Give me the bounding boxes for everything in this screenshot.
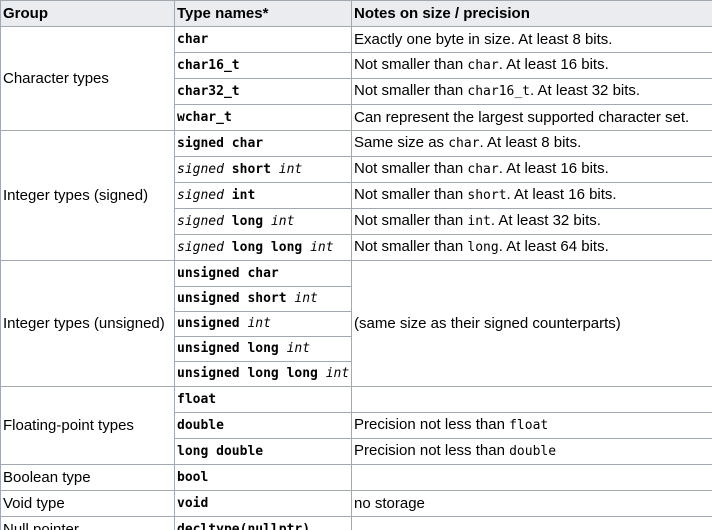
table-row: signed int Not smaller than short. At le… [1,182,712,209]
table-row: wchar_t Can represent the largest suppor… [1,104,712,131]
table-row: Integer types (signed) signed char Same … [0,130,712,261]
type-cell: signed int [174,182,352,209]
type-name: wchar_t [177,110,232,125]
group-cell-boolean: Boolean type [0,464,175,491]
table-row: Null pointer decltype(nullptr) [0,516,712,530]
note-cell [351,464,712,491]
note-cell: Precision not less than double [351,438,712,465]
group-cell-character: Character types [0,26,175,131]
type-cell: double [174,412,352,439]
header-type-names: Type names* [174,0,352,27]
type-cell: unsigned long long int [174,361,352,387]
type-cell: bool [174,464,352,491]
type-name: void [177,496,209,511]
table-row: signed long long int Not smaller than lo… [1,234,712,261]
type-cell: unsigned char [174,260,352,287]
type-name: char32_t [177,84,240,99]
type-name: unsigned char [177,266,279,281]
type-cell: unsigned int [174,311,352,337]
table-row: unsigned int [1,311,712,337]
note-cell-unsigned: (same size as their signed counterparts) [351,260,712,387]
note-cell: Not smaller than char16_t. At least 32 b… [351,78,712,105]
type-cell: signed char [174,130,352,157]
note-cell: Not smaller than char. At least 16 bits. [351,156,712,183]
header-group: Group [0,0,175,27]
note-cell: Same size as char. At least 8 bits. [351,130,712,157]
type-name: double [177,418,224,433]
type-cell: long double [174,438,352,465]
note-cell: Precision not less than float [351,412,712,439]
note-cell: Not smaller than char. At least 16 bits. [351,52,712,79]
type-name: signed char [177,136,264,151]
table-row: Integer types (unsigned) unsigned char (… [0,260,712,387]
type-name: long double [177,444,264,459]
type-name: char16_t [177,58,240,73]
table-row: unsigned long int [1,336,712,362]
type-name: decltype(nullptr) [177,522,311,530]
note-cell: Not smaller than long. At least 64 bits. [351,234,712,261]
type-cell: char16_t [174,52,352,79]
group-cell-integer-unsigned: Integer types (unsigned) [0,260,175,387]
group-cell-integer-signed: Integer types (signed) [0,130,175,261]
table-row: Void type void no storage [0,490,712,517]
type-cell: signed long int [174,208,352,235]
note-cell: Can represent the largest supported char… [351,104,712,131]
type-cell: char32_t [174,78,352,105]
table-row: Floating-point types float [0,386,712,465]
type-cell: wchar_t [174,104,352,131]
group-cell-void: Void type [0,490,175,517]
note-cell [351,386,712,413]
type-cell: char [174,26,352,53]
table-row: unsigned short int [1,286,712,312]
note-cell: no storage [351,490,712,517]
note-cell: Not smaller than int. At least 32 bits. [351,208,712,235]
type-name: bool [177,470,209,485]
table-row: unsigned long long int [1,361,712,387]
header-notes: Notes on size / precision [351,0,712,27]
header-row: Group Type names* Notes on size / precis… [0,0,712,27]
type-name: char [177,32,209,47]
note-cell [351,516,712,530]
table-row: signed short int Not smaller than char. … [1,156,712,183]
type-name: float [177,392,217,407]
table-row: char16_t Not smaller than char. At least… [1,52,712,79]
table-row: long double Precision not less than doub… [1,438,712,465]
group-cell-floating: Floating-point types [0,386,175,465]
type-cell: float [174,386,352,413]
type-cell: unsigned short int [174,286,352,312]
table-row: char32_t Not smaller than char16_t. At l… [1,78,712,105]
type-cell: void [174,490,352,517]
type-cell: unsigned long int [174,336,352,362]
note-cell: Not smaller than short. At least 16 bits… [351,182,712,209]
type-cell: decltype(nullptr) [174,516,352,530]
group-cell-null-pointer: Null pointer [0,516,175,530]
table-row: Boolean type bool [0,464,712,491]
type-cell: signed short int [174,156,352,183]
table-row: Character types char Exactly one byte in… [0,26,712,131]
note-cell: Exactly one byte in size. At least 8 bit… [351,26,712,53]
type-cell: signed long long int [174,234,352,261]
table-row: signed long int Not smaller than int. At… [1,208,712,235]
